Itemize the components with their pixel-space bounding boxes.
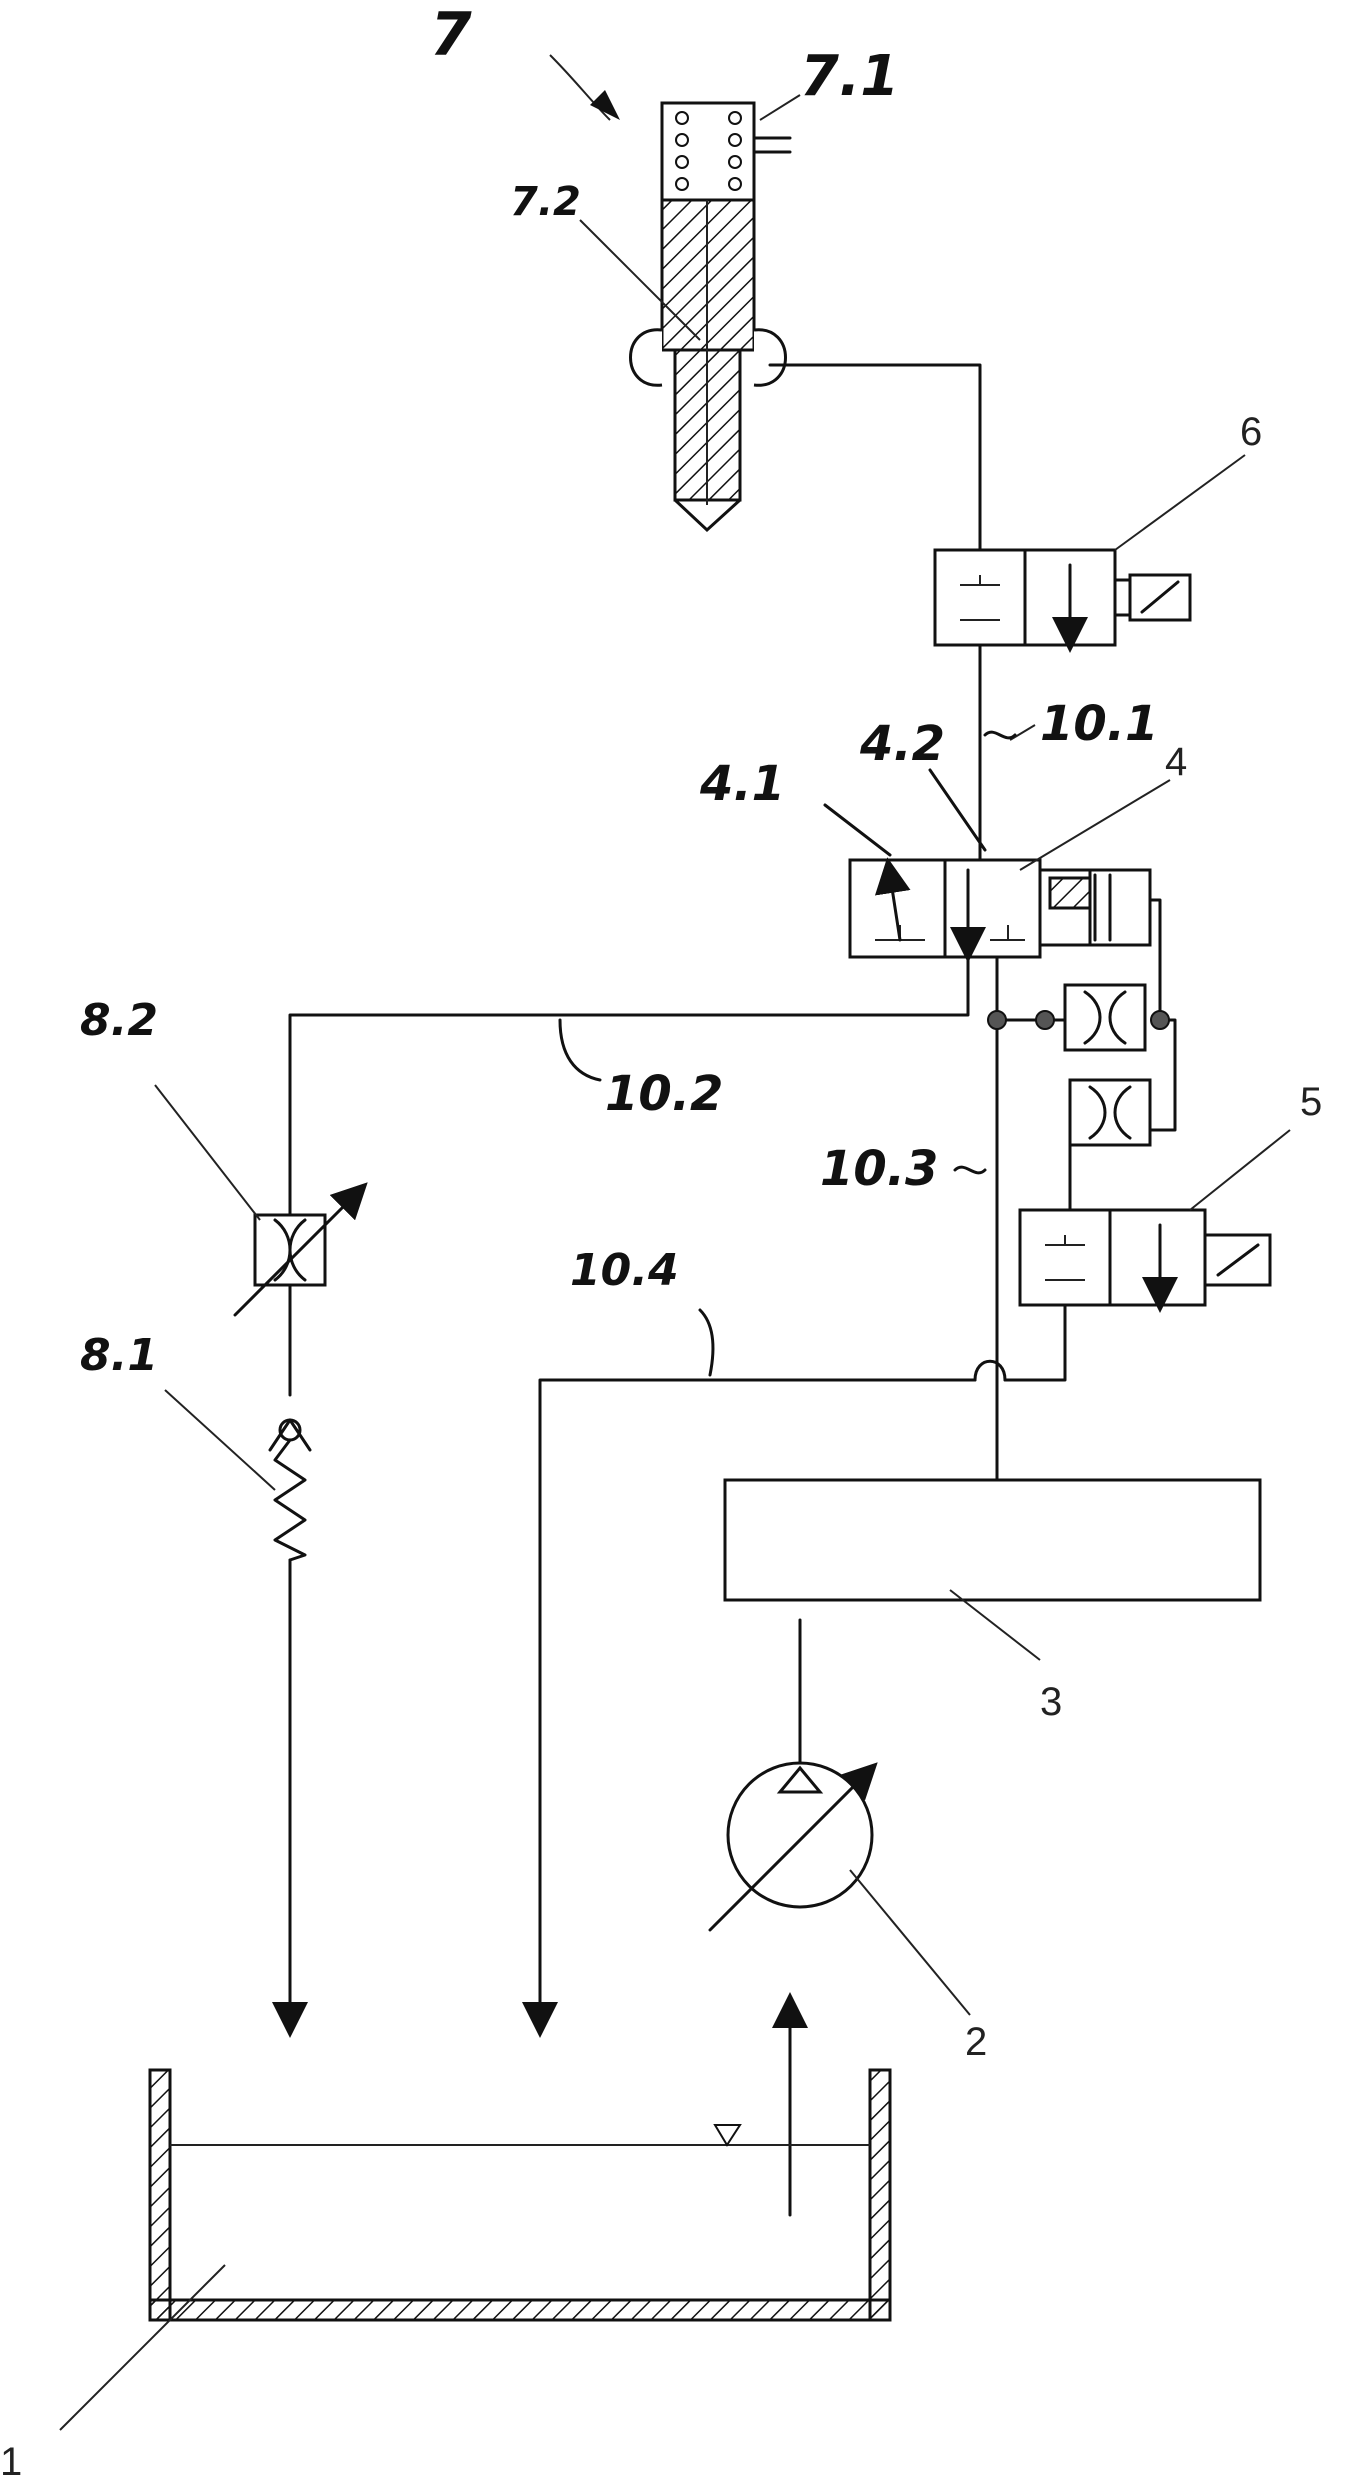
label-accumulator-3: 3 xyxy=(1040,1680,1062,1724)
pilot-throttle-lower xyxy=(1070,1080,1150,1145)
label-valve-4-port-2: 4.2 xyxy=(859,716,945,772)
label-line-10-2: 10.2 xyxy=(605,1066,723,1122)
arrow-4-2-pointer xyxy=(930,770,985,850)
accumulator-3 xyxy=(725,1480,1260,1600)
label-throttle-8-2: 8.2 xyxy=(80,995,158,1046)
valve-6 xyxy=(935,550,1190,645)
valve-5 xyxy=(1020,1210,1270,1305)
label-line-10-3: 10.3 xyxy=(820,1141,938,1197)
bracket-10-2 xyxy=(560,1020,600,1080)
bracket-10-4 xyxy=(700,1310,713,1375)
label-injector-coil: 7.1 xyxy=(800,44,899,109)
wave-10-1 xyxy=(985,732,1015,738)
injector-connector xyxy=(754,138,790,152)
label-check-valve-8-1: 8.1 xyxy=(80,1330,158,1381)
label-line-10-4: 10.4 xyxy=(570,1245,679,1296)
label-pump-2: 2 xyxy=(965,2020,987,2064)
label-valve-5: 5 xyxy=(1300,1080,1322,1124)
line-crossing-hop xyxy=(975,1361,1005,1380)
label-injector-needle: 7.2 xyxy=(510,179,581,225)
line-injector-to-valve-6 xyxy=(770,365,980,550)
label-tank-1: 1 xyxy=(0,2440,22,2479)
label-valve-4: 4 xyxy=(1165,740,1187,784)
tank-1 xyxy=(150,2070,890,2320)
wave-10-3 xyxy=(955,1167,985,1173)
label-valve-4-port-1: 4.1 xyxy=(699,756,785,812)
injector xyxy=(631,103,791,530)
pump-2 xyxy=(710,1763,872,1930)
label-line-10-1: 10.1 xyxy=(1040,696,1158,752)
pilot-throttle-upper xyxy=(1065,985,1145,1050)
check-valve-8-1 xyxy=(270,1420,310,1560)
arrow-4-1-pointer xyxy=(825,805,890,855)
line-10-4 xyxy=(540,1295,1065,2020)
label-injector: 7 xyxy=(430,0,472,70)
label-valve-6: 6 xyxy=(1240,410,1262,454)
valve-4 xyxy=(850,860,1150,957)
adjustable-throttle-8-2 xyxy=(235,1195,355,1315)
